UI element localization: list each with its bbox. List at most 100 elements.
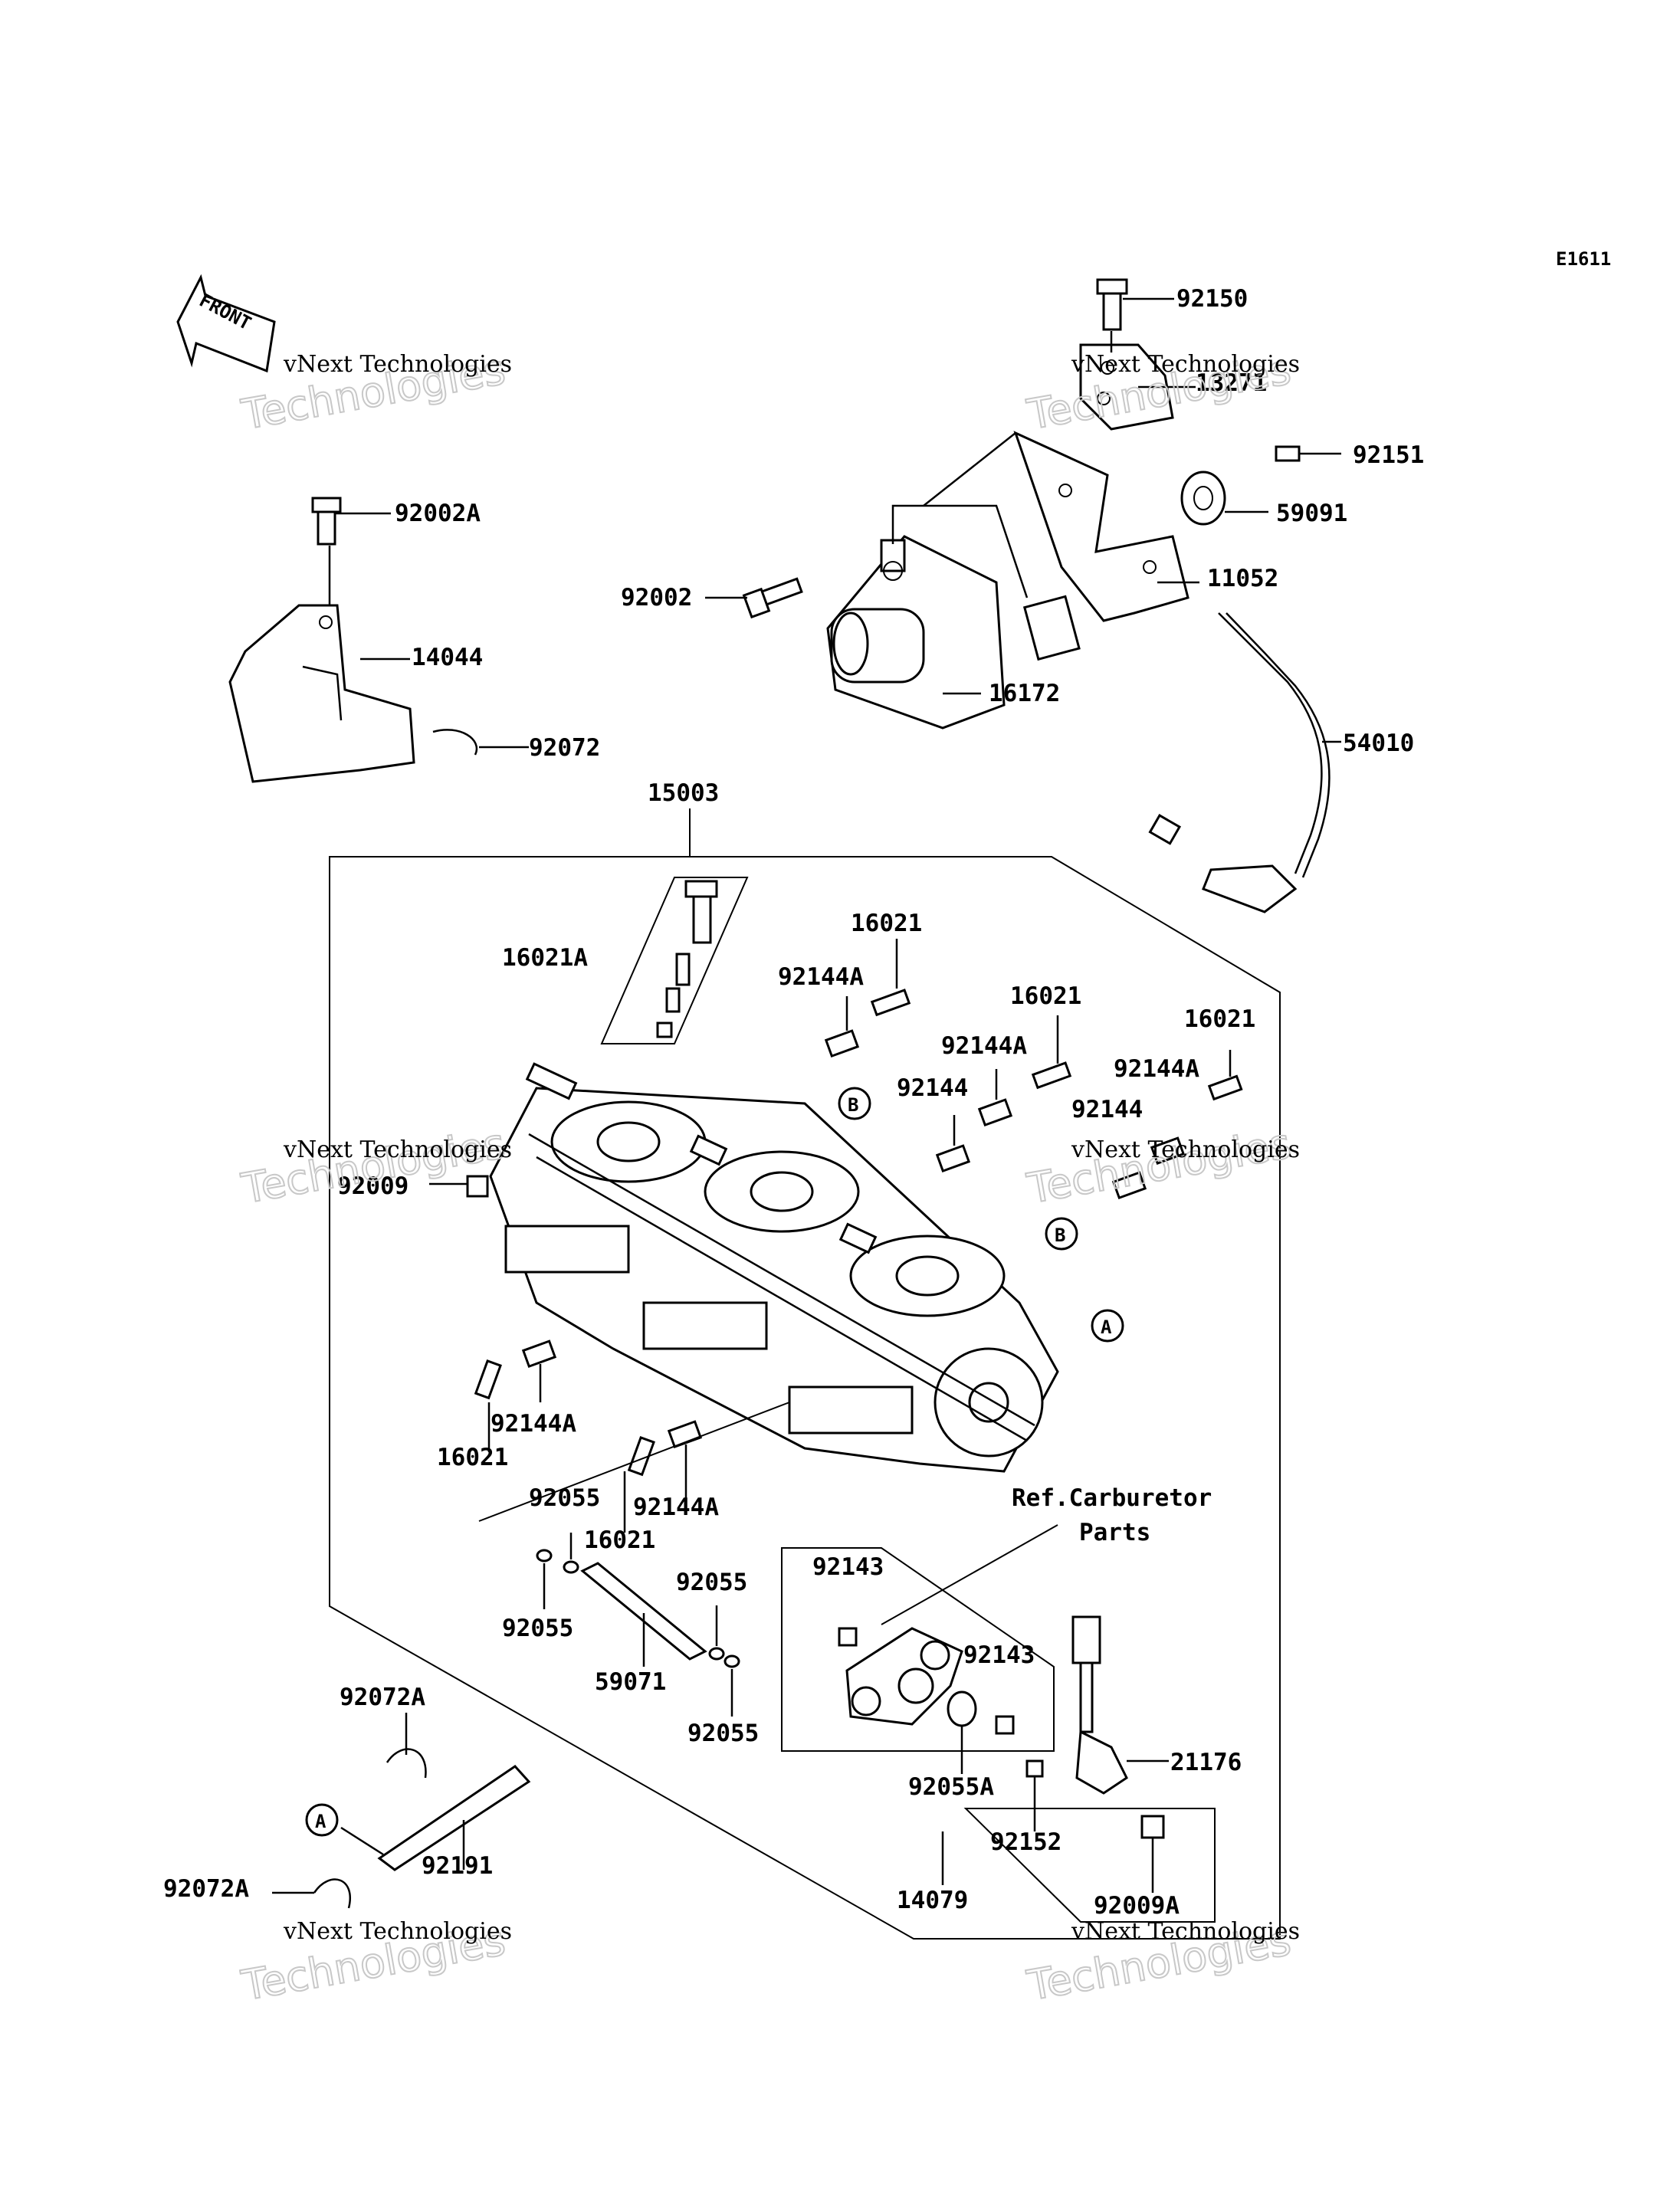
kit-box-21176 [963,1808,1216,1923]
callout-59091: 59091 [1276,500,1347,527]
callout-92191: 92191 [422,1852,493,1880]
svg-text:vNext Technologies: vNext Technologies [283,1136,512,1163]
callout-92055-c: 92055 [676,1569,747,1596]
ref-circle-A-2: A [305,1803,339,1837]
kit-box-14079 [781,1547,1055,1752]
assembly-outline-15003 [329,856,1281,1940]
callout-92009: 92009 [337,1172,409,1200]
screw-92009 [429,1175,489,1198]
callout-16021-d: 16021 [437,1444,508,1471]
bracket-11052 [923,431,1199,622]
callout-16172: 16172 [989,680,1060,707]
callout-92144A-c: 92144A [1114,1055,1199,1083]
callout-92055-a: 92055 [529,1484,600,1512]
callout-13271: 13271 [1196,369,1267,397]
svg-text:vNext Technologies: vNext Technologies [1071,351,1300,378]
bolt-92009A [1140,1815,1165,1893]
screw-16021-e [623,1435,655,1533]
grommet-59091 [1180,471,1268,526]
callout-92072A-a: 92072A [340,1684,425,1711]
spring-92144A-a [824,996,860,1058]
oring-92055-b [536,1549,553,1609]
callout-92072: 92072 [529,734,600,762]
spring-92144-b [1111,1171,1147,1200]
hose-92191 [340,1765,531,1871]
screw-16021-c [1207,1050,1243,1101]
clip-92072A-a [386,1713,427,1779]
callout-92002A: 92002A [395,500,481,527]
kit-16021A-parts [656,880,718,1038]
ref-circle-A-1: A [1091,1309,1124,1343]
oring-92055-c [708,1605,725,1661]
cable-54010 [1148,612,1341,913]
callout-92055-b: 92055 [502,1615,573,1642]
plate-13271 [1079,343,1196,431]
svg-text:vNext Technologies: vNext Technologies [283,351,512,378]
bolt-92002 [705,577,803,619]
oring-92055-d [724,1654,740,1717]
washer-92152 [1025,1759,1044,1831]
callout-92072A-b: 92072A [163,1875,249,1903]
callout-92144-b: 92144 [1071,1096,1143,1123]
callout-92143-b: 92143 [963,1641,1035,1669]
servo-motor-16172 [826,504,1081,730]
spring-92144A-c [1150,1136,1186,1166]
svg-text:B: B [1055,1225,1065,1246]
kit-box-16021A [600,877,749,1044]
callout-92002: 92002 [621,584,692,612]
callout-16021-e: 16021 [584,1526,655,1554]
callout-16021-c: 16021 [1184,1005,1255,1033]
screw-16021-a [870,939,911,1017]
spring-92144A-e [667,1420,703,1498]
svg-text:vNext Technologies: vNext Technologies [1071,1136,1300,1163]
callout-14079: 14079 [897,1887,968,1914]
callout-21176: 21176 [1170,1749,1242,1776]
leader-ref-carb [881,1524,1058,1625]
svg-text:vNext Technologies: vNext Technologies [283,1918,512,1945]
spring-92144A-b [977,1069,1013,1127]
svg-text:vNext Technologies: vNext Technologies [1071,1918,1300,1945]
svg-text:A: A [1101,1317,1112,1338]
callout-ref-parts: Parts [1079,1519,1150,1546]
spring-92144-a [935,1115,971,1173]
diagram-code: E1611 [1556,248,1611,270]
callout-92009A: 92009A [1094,1892,1180,1920]
callout-92144A-e: 92144A [633,1494,719,1521]
callout-16021-b: 16021 [1010,982,1081,1010]
screw-16021-b [1031,1015,1072,1090]
fuel-pipe-59071 [580,1562,707,1667]
linkage-14079-parts [838,1627,1015,1774]
callout-92144-a: 92144 [897,1074,968,1102]
callout-54010: 54010 [1343,730,1414,757]
callout-16021-a: 16021 [851,910,922,937]
bracket-14044 [228,497,415,783]
callout-92055-d: 92055 [687,1720,759,1747]
callout-92151: 92151 [1353,441,1424,469]
callout-92144A-d: 92144A [491,1410,576,1438]
callout-92143-a: 92143 [812,1553,884,1581]
ref-circle-B-1: B [838,1087,871,1120]
callout-92055A: 92055A [908,1773,994,1801]
clip-92072A-b [272,1878,351,1909]
carburetor-assembly [489,1062,1059,1473]
clip-92072 [432,729,478,756]
leader-pipe [478,1402,790,1522]
oring-92055-a [563,1533,579,1574]
bolt-92150 [1096,278,1174,353]
callout-59071: 59071 [595,1668,666,1696]
callout-92150: 92150 [1176,285,1248,313]
callout-92144A-a: 92144A [778,963,864,991]
callout-92152: 92152 [990,1828,1061,1856]
svg-text:A: A [315,1811,326,1832]
spring-92144A-d [521,1340,557,1402]
screw-16021-d [474,1359,502,1452]
svg-text:B: B [848,1094,858,1116]
front-arrow-icon: FRONT [176,274,276,373]
svg-text:Technologies: Technologies [1023,1120,1294,1213]
ref-circle-B-2: B [1045,1217,1078,1251]
callout-14044: 14044 [412,644,483,671]
callout-16021A: 16021A [502,944,588,972]
callout-11052: 11052 [1207,565,1278,592]
callout-ref-carburetor: Ref.Carburetor [1012,1484,1212,1512]
